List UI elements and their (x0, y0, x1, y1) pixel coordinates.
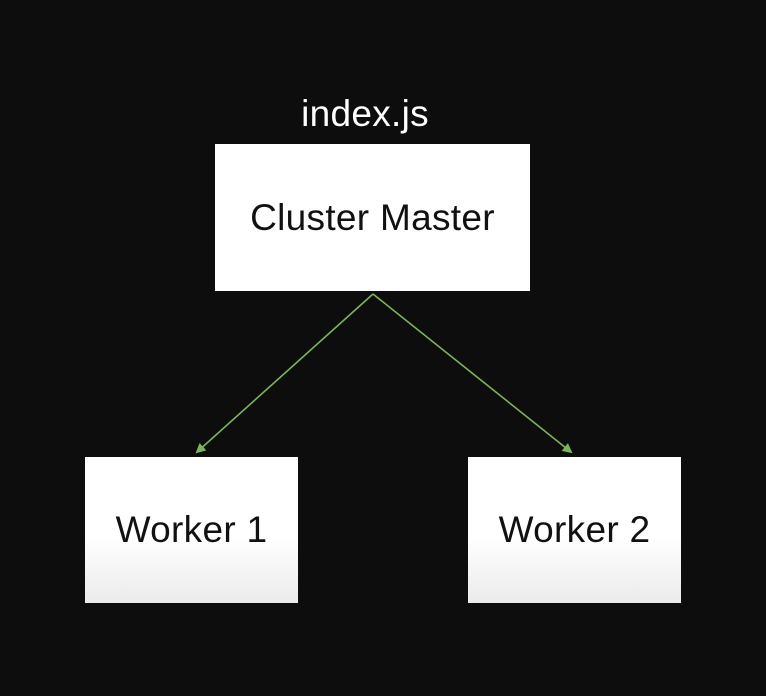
cluster-master-box: Cluster Master (215, 144, 530, 291)
file-caption: index.js (301, 93, 429, 134)
worker-1-label: Worker 1 (115, 509, 268, 550)
worker-1-box: Worker 1 (85, 457, 298, 603)
cluster-master-label: Cluster Master (250, 196, 495, 238)
worker-2-box: Worker 2 (468, 457, 681, 603)
arrow-to-worker-2 (372, 293, 573, 454)
worker-2-label: Worker 2 (498, 509, 651, 550)
arrow-to-worker-1 (195, 293, 374, 454)
